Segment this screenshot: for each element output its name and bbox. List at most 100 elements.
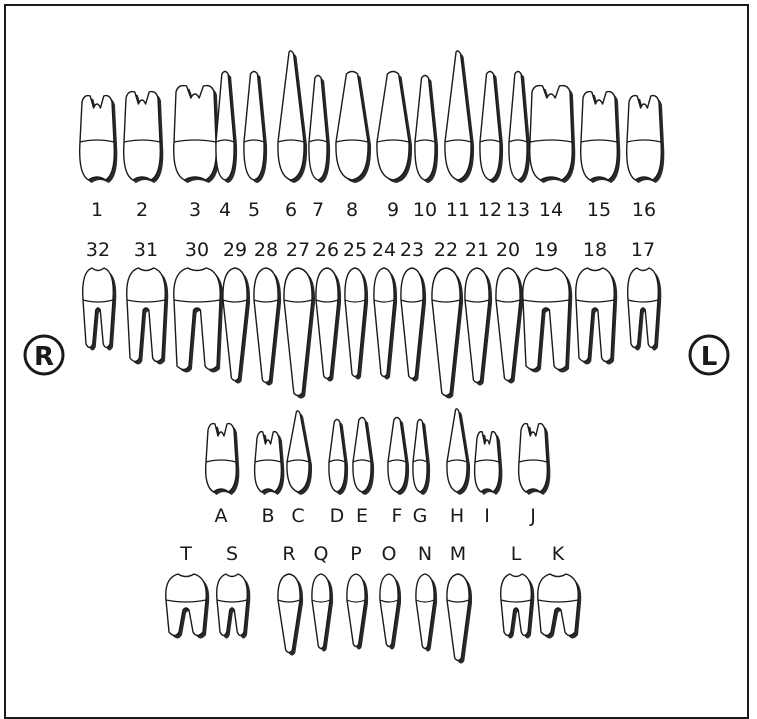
lower-permanent-24-label: 24 — [372, 239, 396, 261]
upper-primary-tooth-J[interactable] — [519, 424, 551, 495]
lower-primary-M-label: M — [450, 543, 466, 565]
upper-primary-tooth-F[interactable] — [388, 418, 409, 496]
upper-primary-tooth-G[interactable] — [413, 420, 430, 496]
lower-permanent-32-label: 32 — [86, 239, 110, 261]
lower-permanent-19-label: 19 — [534, 239, 558, 261]
upper-permanent-6-label: 6 — [285, 199, 297, 221]
upper-permanent-tooth-15[interactable] — [581, 92, 621, 183]
lower-primary-L-label: L — [511, 543, 522, 565]
lower-primary-tooth-Q[interactable] — [312, 574, 333, 652]
lower-permanent-22-label: 22 — [434, 239, 458, 261]
upper-permanent-7-label: 7 — [312, 199, 324, 221]
upper-permanent-1-label: 1 — [91, 199, 103, 221]
lower-primary-tooth-R[interactable] — [278, 574, 303, 656]
upper-primary-tooth-B[interactable] — [255, 432, 285, 495]
upper-permanent-tooth-11[interactable] — [445, 51, 474, 183]
lower-permanent-tooth-17[interactable] — [628, 268, 662, 351]
lower-primary-tooth-P[interactable] — [347, 574, 368, 650]
upper-permanent-tooth-13[interactable] — [509, 72, 530, 184]
lower-permanent-tooth-19[interactable] — [523, 268, 572, 373]
lower-permanent-31-label: 31 — [134, 239, 158, 261]
upper-permanent-tooth-8[interactable] — [336, 72, 371, 184]
lower-permanent-tooth-28[interactable] — [254, 268, 281, 386]
lower-permanent-tooth-25[interactable] — [345, 268, 368, 380]
right-side-marker: R — [25, 336, 63, 374]
upper-permanent-tooth-5[interactable] — [244, 72, 267, 184]
upper-primary-tooth-A[interactable] — [206, 424, 240, 495]
lower-primary-tooth-T[interactable] — [166, 574, 210, 639]
upper-permanent-tooth-3[interactable] — [174, 86, 220, 183]
upper-primary-D-label: D — [330, 505, 345, 527]
upper-permanent-tooth-9[interactable] — [377, 72, 412, 184]
lower-permanent-tooth-18[interactable] — [576, 268, 618, 365]
upper-primary-J-label: J — [529, 505, 536, 527]
lower-permanent-tooth-32[interactable] — [83, 268, 117, 351]
upper-permanent-3-label: 3 — [189, 199, 201, 221]
upper-permanent-tooth-10[interactable] — [415, 76, 438, 184]
lower-permanent-23-label: 23 — [400, 239, 424, 261]
upper-primary-tooth-E[interactable] — [353, 418, 374, 496]
upper-primary-B-label: B — [261, 505, 274, 527]
lower-permanent-30-label: 30 — [185, 239, 209, 261]
left-side-marker: L — [690, 336, 728, 374]
lower-permanent-20-label: 20 — [496, 239, 520, 261]
upper-permanent-tooth-4[interactable] — [216, 72, 237, 184]
lower-permanent-27-label: 27 — [286, 239, 310, 261]
upper-primary-tooth-D[interactable] — [329, 420, 348, 496]
lower-permanent-18-label: 18 — [583, 239, 607, 261]
upper-permanent-13-label: 13 — [506, 199, 530, 221]
lower-permanent-tooth-20[interactable] — [496, 268, 523, 384]
upper-permanent-tooth-1[interactable] — [80, 96, 118, 183]
upper-permanent-15-label: 15 — [587, 199, 611, 221]
lower-primary-O-label: O — [382, 543, 397, 565]
lower-primary-tooth-O[interactable] — [380, 574, 401, 650]
lower-permanent-tooth-23[interactable] — [401, 268, 426, 382]
upper-primary-F-label: F — [392, 505, 403, 527]
lower-permanent-tooth-21[interactable] — [465, 268, 492, 386]
upper-primary-G-label: G — [413, 505, 428, 527]
upper-permanent-tooth-16[interactable] — [627, 96, 665, 183]
lower-permanent-29-label: 29 — [223, 239, 247, 261]
lower-permanent-tooth-24[interactable] — [374, 268, 397, 380]
upper-permanent-tooth-12[interactable] — [480, 72, 503, 184]
lower-primary-N-label: N — [418, 543, 432, 565]
lower-primary-tooth-S[interactable] — [217, 574, 251, 639]
upper-permanent-tooth-6[interactable] — [278, 51, 307, 183]
teeth-layer — [80, 51, 665, 664]
upper-primary-I-label: I — [484, 505, 490, 527]
lower-permanent-tooth-29[interactable] — [223, 268, 250, 384]
lower-permanent-tooth-27[interactable] — [284, 268, 315, 399]
upper-permanent-12-label: 12 — [478, 199, 502, 221]
lower-primary-K-label: K — [552, 543, 565, 565]
upper-primary-E-label: E — [356, 505, 368, 527]
upper-primary-H-label: H — [450, 505, 464, 527]
right-side-letter: R — [34, 342, 54, 372]
upper-primary-tooth-I[interactable] — [475, 432, 503, 495]
lower-primary-tooth-K[interactable] — [538, 574, 582, 639]
upper-permanent-4-label: 4 — [219, 199, 231, 221]
lower-permanent-tooth-22[interactable] — [432, 268, 463, 399]
upper-permanent-tooth-7[interactable] — [309, 76, 330, 184]
lower-primary-Q-label: Q — [314, 543, 329, 565]
upper-permanent-8-label: 8 — [346, 199, 358, 221]
upper-permanent-9-label: 9 — [387, 199, 399, 221]
lower-permanent-21-label: 21 — [465, 239, 489, 261]
left-side-letter: L — [701, 342, 718, 372]
lower-primary-tooth-L[interactable] — [501, 574, 535, 639]
upper-permanent-2-label: 2 — [136, 199, 148, 221]
upper-primary-tooth-C[interactable] — [287, 411, 312, 495]
upper-primary-tooth-H[interactable] — [447, 409, 470, 495]
lower-permanent-tooth-31[interactable] — [127, 268, 169, 365]
lower-primary-tooth-N[interactable] — [416, 574, 437, 652]
upper-permanent-tooth-2[interactable] — [124, 92, 164, 183]
upper-permanent-11-label: 11 — [446, 199, 470, 221]
upper-permanent-tooth-14[interactable] — [530, 86, 576, 183]
lower-permanent-tooth-26[interactable] — [316, 268, 341, 382]
lower-primary-T-label: T — [179, 543, 192, 565]
lower-permanent-17-label: 17 — [631, 239, 655, 261]
lower-permanent-tooth-30[interactable] — [174, 268, 223, 373]
lower-primary-tooth-M[interactable] — [447, 574, 472, 664]
upper-permanent-5-label: 5 — [248, 199, 260, 221]
